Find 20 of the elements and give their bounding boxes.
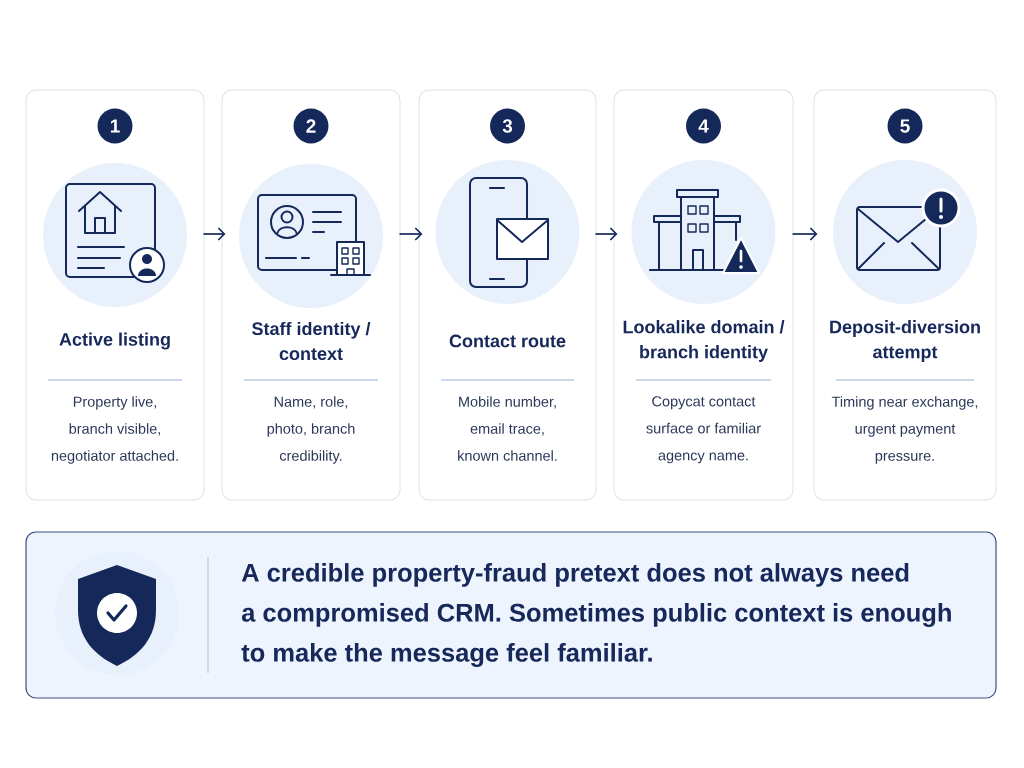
step-description: Timing near exchange, urgent payment pressure. [831,396,978,464]
step-heading: Staff identity / context [252,321,371,361]
step-heading: Active listing [59,332,170,350]
arrow [594,227,618,241]
arrow [398,227,423,241]
step-heading: Deposit-diversion attempt [830,320,980,362]
number-badge: 5 [887,108,923,144]
step-description: Copycat contact surface or familiar agency name. [646,396,761,464]
step-description: Property live, branch visible, negotiator attached. [51,396,178,464]
step-description: Mobile number, email trace, known channel. [458,396,557,461]
callout-text: A credible property-fraud pretext does not always need a compromised CRM. Sometimes public context is enough to make the message feel familiar. [241,563,951,667]
number-badge: 2 [293,108,329,144]
arrow [791,227,818,241]
step-description: Name, role, photo, branch credibility. [267,396,355,464]
step-heading: Contact route [449,334,566,348]
arrow [202,227,226,241]
number-badge: 1 [97,108,133,144]
number-badge: 3 [490,108,525,144]
step-heading: Lookalike domain / branch identity [623,320,785,362]
number-badge: 4 [686,108,721,144]
